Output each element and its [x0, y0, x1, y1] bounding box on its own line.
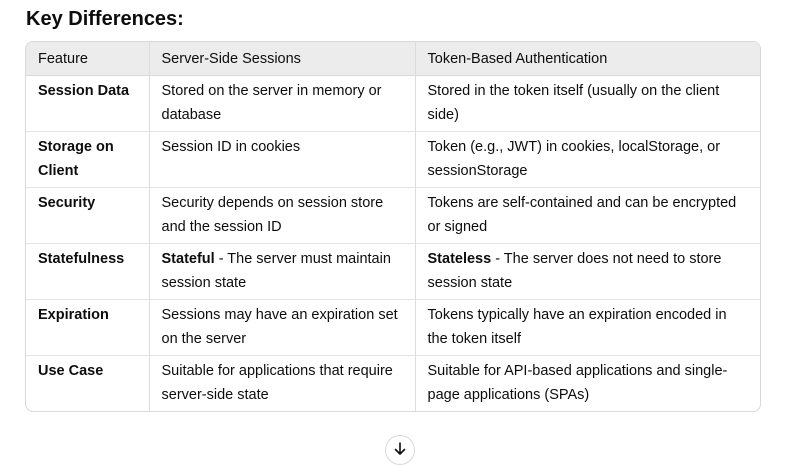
table-row: Statefulness Stateful - The server must …: [26, 243, 760, 300]
feature-cell: Session Data: [38, 83, 130, 99]
feature-cell: Expiration: [26, 299, 149, 356]
table-row: Session Data Stored on the server in mem…: [26, 75, 760, 132]
feature-cell: Security: [26, 187, 149, 244]
token-based-cell: Suitable for API-based applications and …: [414, 355, 760, 411]
column-header-token-based: Token-Based Authentication: [414, 42, 760, 76]
feature-cell: Use Case: [26, 355, 149, 411]
token-based-text: Token (e.g., JWT) in cookies, localStora…: [427, 139, 721, 179]
token-based-cell: Tokens typically have an expiration enco…: [414, 299, 760, 356]
token-based-cell: Tokens are self-contained and can be enc…: [414, 187, 760, 244]
token-based-cell: Stateless - The server does not need to …: [414, 243, 760, 300]
token-based-text: Tokens typically have an expiration enco…: [427, 307, 727, 347]
server-side-cell: Suitable for applications that require s…: [148, 355, 415, 411]
arrow-down-icon: [393, 436, 407, 461]
server-side-cell: Session ID in cookies: [148, 131, 415, 188]
server-side-text: Sessions may have an expiration set on t…: [161, 307, 398, 347]
table-header-row: Feature Server-Side Sessions Token-Based…: [26, 42, 760, 76]
column-header-feature: Feature: [26, 42, 149, 76]
feature-cell: Storage on Client: [26, 131, 149, 188]
feature-cell: Statefulness: [26, 243, 149, 300]
table-row: Security Security depends on session sto…: [26, 187, 760, 244]
comparison-table: Feature Server-Side Sessions Token-Based…: [25, 41, 761, 412]
server-side-text: Session ID in cookies: [161, 139, 301, 155]
column-header-server-side: Server-Side Sessions: [148, 42, 415, 76]
token-based-cell: Stored in the token itself (usually on t…: [414, 75, 760, 132]
token-based-text: Tokens are self-contained and can be enc…: [427, 195, 737, 235]
token-based-text: Stored in the token itself (usually on t…: [427, 83, 720, 123]
server-side-text: Suitable for applications that require s…: [161, 363, 393, 403]
token-based-text: - The server does not need to store sess…: [427, 251, 722, 291]
table-row: Expiration Sessions may have an expirati…: [26, 299, 760, 356]
token-based-lead: Stateless: [427, 251, 492, 267]
table-row: Use Case Suitable for applications that …: [26, 355, 760, 411]
server-side-cell: Stored on the server in memory or databa…: [148, 75, 415, 132]
server-side-cell: Stateful - The server must maintain sess…: [148, 243, 415, 300]
server-side-text: Security depends on session store and th…: [161, 195, 384, 235]
token-based-cell: Token (e.g., JWT) in cookies, localStora…: [414, 131, 760, 188]
server-side-text: Stored on the server in memory or databa…: [161, 83, 382, 123]
server-side-cell: Security depends on session store and th…: [148, 187, 415, 244]
server-side-text: - The server must maintain session state: [161, 251, 391, 291]
server-side-lead: Stateful: [161, 251, 215, 267]
section-heading: Key Differences:: [26, 8, 184, 30]
token-based-text: Suitable for API-based applications and …: [427, 363, 728, 403]
scroll-to-bottom-button[interactable]: [385, 435, 415, 465]
table-row: Storage on Client Session ID in cookies …: [26, 131, 760, 188]
server-side-cell: Sessions may have an expiration set on t…: [148, 299, 415, 356]
